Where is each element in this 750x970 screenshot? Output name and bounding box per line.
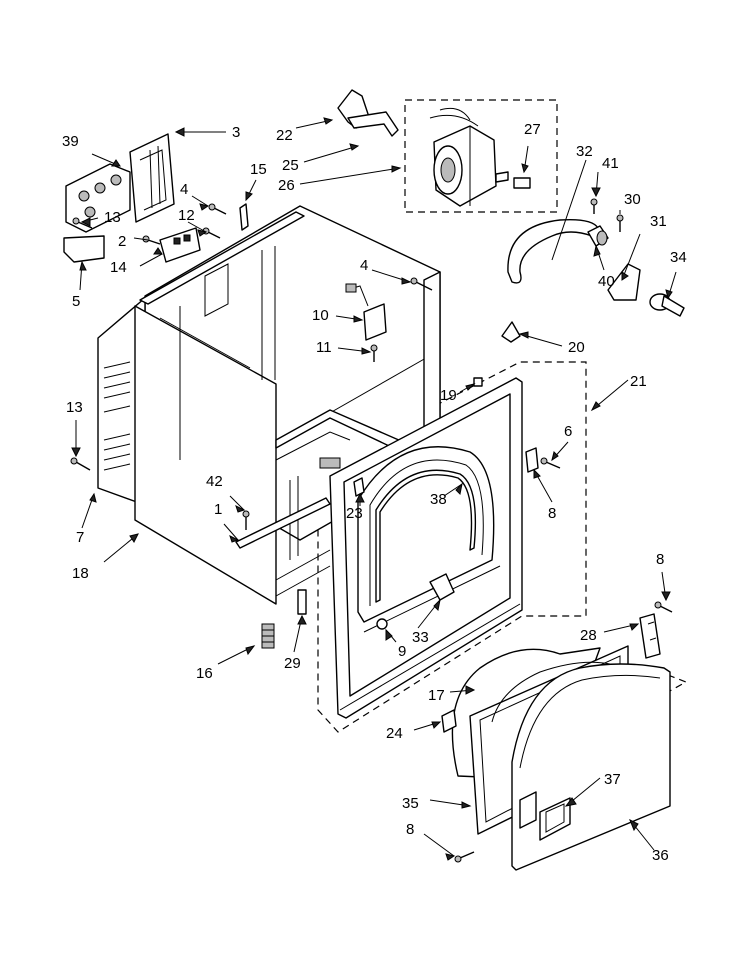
callout-29: 29	[284, 655, 301, 672]
callout-39: 39	[62, 133, 79, 150]
callout-24: 24	[386, 725, 403, 742]
plug-9	[376, 618, 388, 630]
clip-19	[473, 377, 483, 387]
callout-13b: 13	[66, 399, 83, 416]
idler-bracket	[607, 263, 641, 301]
callout-19: 19	[440, 387, 457, 404]
callout-4b: 4	[360, 257, 368, 274]
callout-33: 33	[412, 629, 429, 646]
callout-14: 14	[110, 259, 127, 276]
callout-8c: 8	[406, 821, 414, 838]
door-seal	[375, 469, 477, 603]
callout-5: 5	[72, 293, 80, 310]
callout-3: 3	[232, 124, 240, 141]
motor-switch	[513, 177, 531, 189]
callout-4a: 4	[180, 181, 188, 198]
screws	[70, 198, 673, 863]
callout-36: 36	[652, 847, 669, 864]
callout-40: 40	[598, 273, 615, 290]
callout-18: 18	[72, 565, 89, 582]
door-catch	[441, 709, 457, 733]
harness-connector	[159, 227, 201, 263]
callout-28: 28	[580, 627, 597, 644]
callout-34: 34	[670, 249, 687, 266]
callout-12: 12	[178, 207, 195, 224]
switch-assembly	[345, 283, 387, 341]
cabinet	[97, 205, 441, 605]
clip-23	[353, 477, 365, 497]
callout-7: 7	[76, 529, 84, 546]
door-hinge-dash	[667, 674, 688, 693]
callout-10: 10	[312, 307, 329, 324]
idler-pulley	[587, 225, 609, 247]
leveling-leg	[261, 623, 275, 649]
wiring-harness-bracket	[129, 133, 175, 223]
callout-38: 38	[430, 491, 447, 508]
support-rod	[235, 497, 331, 549]
callout-11: 11	[316, 339, 332, 356]
callout-15: 15	[250, 161, 267, 178]
motor-group-box	[404, 99, 558, 213]
callout-41: 41	[602, 155, 619, 172]
callout-17: 17	[428, 687, 445, 704]
clip-15	[239, 203, 249, 231]
callout-2: 2	[118, 233, 126, 250]
door-assembly	[451, 645, 671, 871]
leader-lines	[75, 119, 677, 857]
callout-8a: 8	[548, 505, 556, 522]
callout-27: 27	[524, 121, 541, 138]
callout-9: 9	[398, 643, 406, 660]
arrowheads	[71, 117, 673, 861]
side-louvers	[103, 361, 131, 471]
callout-labels: 3 39 22 25 26 27 32 41 30 31 34 40 15 4 …	[62, 121, 687, 864]
cabinet-front-panel	[134, 305, 277, 605]
strip-29	[297, 589, 307, 615]
callout-31: 31	[650, 213, 667, 230]
door-hinge	[639, 613, 661, 659]
callout-26: 26	[278, 177, 295, 194]
callout-42: 42	[206, 473, 223, 490]
cabinet-opening	[319, 457, 341, 469]
callout-30: 30	[624, 191, 641, 208]
callout-1: 1	[214, 501, 222, 518]
callout-35: 35	[402, 795, 419, 812]
drive-belt	[507, 218, 599, 284]
callout-6: 6	[564, 423, 572, 440]
leveling-cone	[501, 321, 521, 343]
door-handle	[539, 797, 571, 841]
front-panel-group-box	[317, 361, 587, 733]
door-switch	[429, 573, 455, 601]
terminal-block	[65, 163, 131, 233]
callout-13a: 13	[104, 209, 121, 226]
drum-roller	[649, 293, 685, 317]
callout-8b: 8	[656, 551, 664, 568]
callout-25: 25	[282, 157, 299, 174]
callout-22: 22	[276, 127, 293, 144]
bracket-5	[63, 235, 105, 263]
drive-motor	[429, 107, 509, 207]
callout-21: 21	[630, 373, 647, 390]
callout-16: 16	[196, 665, 213, 682]
callout-23: 23	[346, 505, 363, 522]
callout-32: 32	[576, 143, 593, 160]
callout-37: 37	[604, 771, 621, 788]
callout-20: 20	[568, 339, 585, 356]
bracket-8	[525, 447, 539, 473]
motor-bracket	[337, 89, 399, 137]
